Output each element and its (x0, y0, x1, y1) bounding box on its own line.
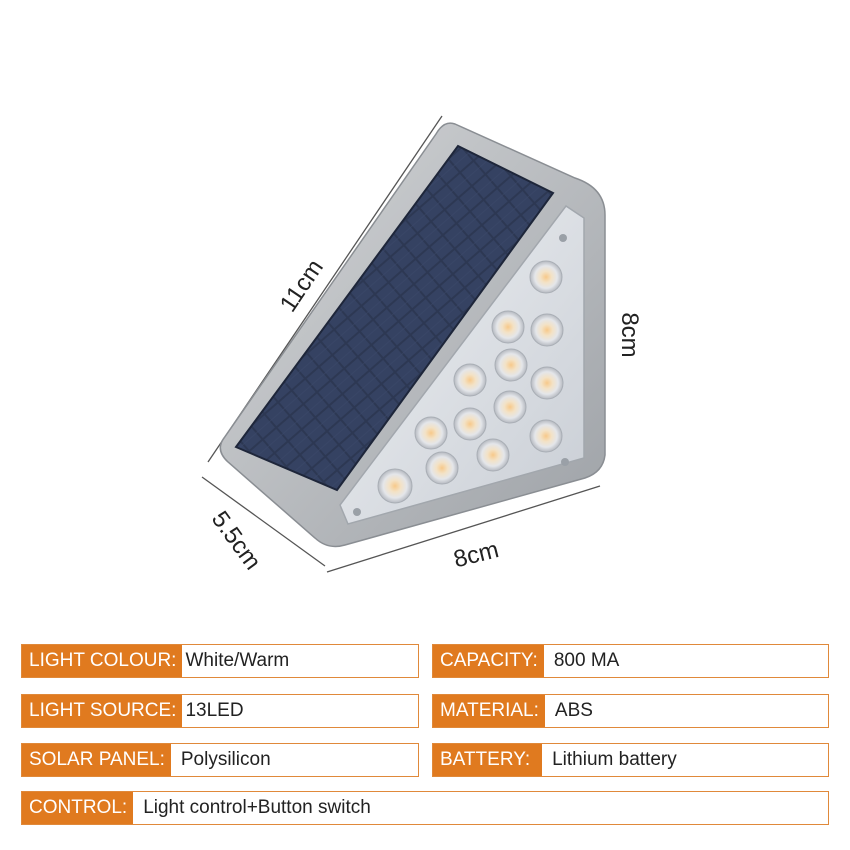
spec-material: MATERIAL: ABS (432, 694, 829, 728)
spec-label: CAPACITY: (433, 645, 544, 677)
spec-label: LIGHT SOURCE: (22, 695, 183, 727)
led (493, 390, 527, 424)
led (453, 407, 487, 441)
screw (561, 458, 569, 466)
led (453, 363, 487, 397)
led (494, 348, 528, 382)
led (491, 310, 525, 344)
screw (559, 234, 567, 242)
led (530, 366, 564, 400)
spec-value: 13LED (185, 700, 244, 721)
screw (353, 508, 361, 516)
led (529, 260, 563, 294)
spec-label: BATTERY: (433, 744, 543, 776)
led-array (377, 260, 564, 504)
led (414, 416, 448, 450)
spec-label: MATERIAL: (433, 695, 545, 727)
led (529, 419, 563, 453)
spec-solar-panel: SOLAR PANEL: Polysilicon (21, 743, 419, 777)
led (425, 451, 459, 485)
spec-control: CONTROL: Light control+Button switch (21, 791, 829, 825)
solar-panel (234, 144, 555, 492)
spec-value: ABS (554, 700, 593, 721)
spec-value: Polysilicon (180, 749, 271, 770)
dimension-height-label: 8cm (616, 312, 643, 357)
spec-light-colour: LIGHT COLOUR: White/Warm (21, 644, 419, 678)
spec-value: White/Warm (185, 650, 290, 671)
spec-value: Light control+Button switch (143, 797, 371, 818)
solar-light-body (219, 122, 606, 548)
spec-capacity: CAPACITY: 800 MA (432, 644, 829, 678)
spec-value: 800 MA (553, 650, 620, 671)
product-illustration: 11cm 8cm 5.5cm 8cm (201, 115, 643, 575)
led (377, 468, 413, 504)
dimension-width-label: 8cm (451, 536, 502, 573)
led (530, 313, 564, 347)
spec-light-source: LIGHT SOURCE: 13LED (21, 694, 419, 728)
spec-label: LIGHT COLOUR: (22, 645, 183, 677)
led-window (339, 204, 585, 525)
spec-value: Lithium battery (552, 749, 677, 770)
spec-label: SOLAR PANEL: (22, 744, 171, 776)
led (476, 438, 510, 472)
spec-label: CONTROL: (22, 792, 134, 824)
spec-battery: BATTERY: Lithium battery (432, 743, 829, 777)
